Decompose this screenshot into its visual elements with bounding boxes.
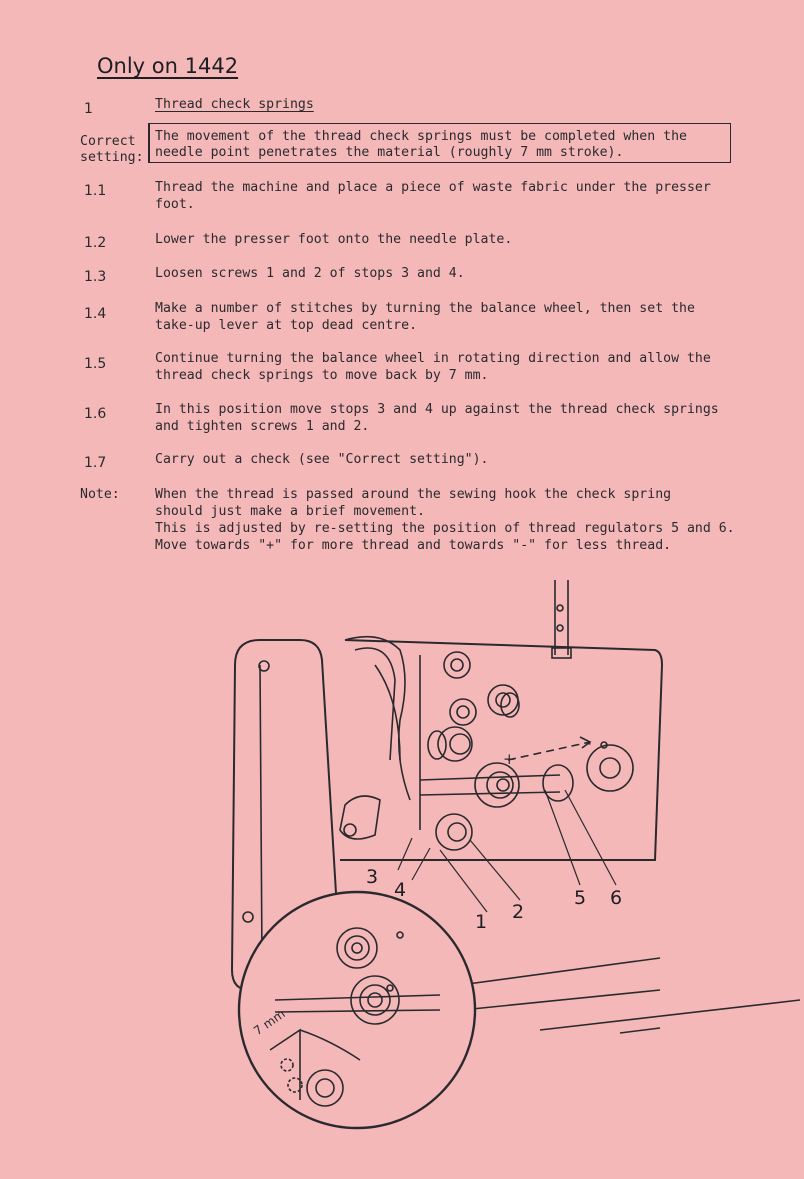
section-number: 1 xyxy=(84,101,93,117)
step-text: Thread the machine and place a piece of … xyxy=(155,180,711,195)
step-text: Loosen screws 1 and 2 of stops 3 and 4. xyxy=(155,266,465,281)
callout-4: 4 xyxy=(394,879,406,901)
callout-2: 2 xyxy=(512,901,524,923)
step-text: Continue turning the balance wheel in ro… xyxy=(155,351,711,366)
step-text: Make a number of stitches by turning the… xyxy=(155,301,695,316)
correct-setting-line-1: The movement of the thread check springs… xyxy=(155,129,687,144)
section-title: Thread check springs xyxy=(155,97,314,112)
step-text: Lower the presser foot onto the needle p… xyxy=(155,232,513,247)
step-number: 1.3 xyxy=(84,269,107,285)
step-text: Carry out a check (see "Correct setting"… xyxy=(155,452,489,467)
sewing-machine-illustration: + - 3 4 1 2 5 6 7 mm xyxy=(230,580,801,1130)
step-text: thread check springs to move back by 7 m… xyxy=(155,368,489,383)
note-text: should just make a brief movement. xyxy=(155,504,425,519)
step-number: 1.1 xyxy=(84,183,107,199)
correct-setting-box xyxy=(148,123,731,163)
correct-setting-label-2: setting: xyxy=(80,150,144,165)
plus-sign: + xyxy=(503,750,516,768)
step-number: 1.5 xyxy=(84,356,107,372)
note-text: This is adjusted by re-setting the posit… xyxy=(155,521,735,536)
step-number: 1.4 xyxy=(84,306,107,322)
page-heading: Only on 1442 xyxy=(97,54,239,78)
correct-setting-line-2: needle point penetrates the material (ro… xyxy=(155,145,624,160)
minus-sign: - xyxy=(586,734,591,752)
step-number: 1.2 xyxy=(84,235,107,251)
step-text: foot. xyxy=(155,197,195,212)
callout-5: 5 xyxy=(574,887,586,909)
note-text: Move towards "+" for more thread and tow… xyxy=(155,538,672,553)
callout-3: 3 xyxy=(366,866,378,888)
step-number: 1.7 xyxy=(84,455,107,471)
note-label: Note: xyxy=(80,487,120,502)
callout-6: 6 xyxy=(610,887,622,909)
step-text: and tighten screws 1 and 2. xyxy=(155,419,370,434)
step-text: In this position move stops 3 and 4 up a… xyxy=(155,402,719,417)
step-text: take-up lever at top dead centre. xyxy=(155,318,418,333)
callout-1: 1 xyxy=(475,911,487,933)
correct-setting-label-1: Correct xyxy=(80,134,136,149)
note-text: When the thread is passed around the sew… xyxy=(155,487,672,502)
step-number: 1.6 xyxy=(84,406,107,422)
